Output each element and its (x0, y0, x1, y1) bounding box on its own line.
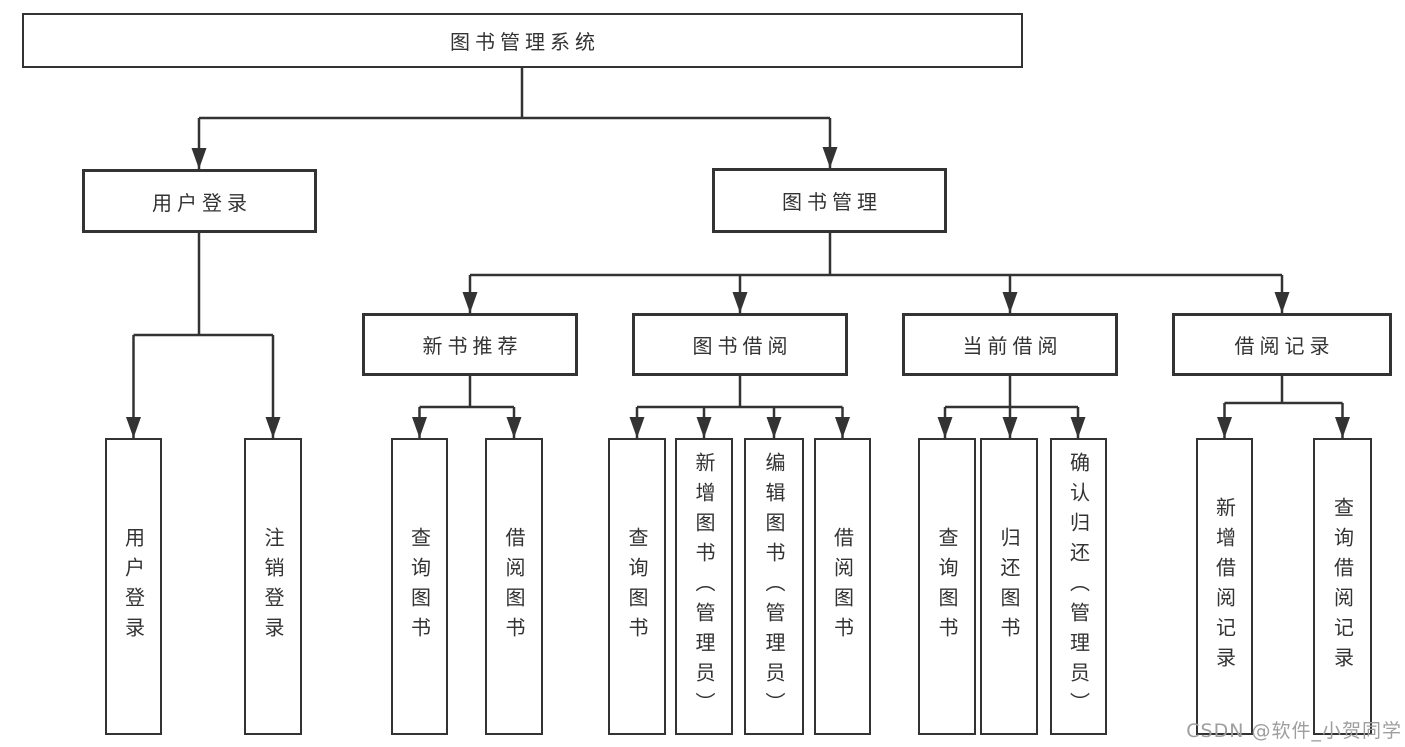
leaf-user-login: 用户登录 (105, 438, 162, 735)
node-new-book-recommend: 新书推荐 (362, 313, 578, 376)
leaf-query-books-current: 查询图书 (918, 438, 976, 735)
leaf-return-book: 归还图书 (980, 438, 1038, 735)
leaf-label: 新增图书（管理员） (692, 451, 716, 722)
leaf-label: 注销登录 (261, 526, 285, 647)
node-label: 新书推荐 (422, 334, 523, 358)
leaf-edit-book-admin: 编辑图书（管理员） (744, 438, 804, 735)
leaf-query-books-recommend: 查询图书 (391, 438, 448, 735)
leaf-add-book-admin: 新增图书（管理员） (675, 438, 733, 735)
node-library-management-system: 图书管理系统 (22, 13, 1023, 68)
node-book-management: 图书管理 (712, 168, 947, 233)
leaf-borrow-books-borrowing: 借阅图书 (814, 438, 871, 735)
csdn-watermark: CSDN @软件_小贺同学 (1186, 720, 1402, 742)
leaf-label: 确认归还（管理员） (1066, 451, 1091, 722)
node-label: 用户登录 (152, 190, 252, 215)
leaf-query-books-borrowing: 查询图书 (608, 438, 666, 735)
leaf-label: 编辑图书（管理员） (762, 451, 786, 722)
leaf-label: 用户登录 (121, 526, 146, 647)
leaf-label: 借阅图书 (830, 526, 855, 647)
leaf-query-borrow-record: 查询借阅记录 (1313, 438, 1372, 735)
leaf-label: 新增借阅记录 (1212, 496, 1237, 677)
leaf-label: 归还图书 (997, 526, 1021, 647)
leaf-confirm-return-admin: 确认归还（管理员） (1050, 438, 1107, 735)
leaf-add-borrow-record: 新增借阅记录 (1196, 438, 1253, 735)
node-current-borrowing: 当前借阅 (902, 313, 1118, 376)
node-user-login: 用户登录 (82, 169, 317, 233)
leaf-label: 查询借阅记录 (1330, 496, 1355, 677)
leaf-label: 查询图书 (935, 526, 959, 647)
leaf-logout: 注销登录 (244, 438, 302, 735)
leaf-label: 借阅图书 (502, 526, 526, 647)
leaf-label: 查询图书 (407, 526, 432, 647)
node-borrowing-records: 借阅记录 (1172, 313, 1392, 376)
node-book-borrowing: 图书借阅 (632, 313, 848, 376)
leaf-label: 查询图书 (625, 526, 649, 647)
node-label: 借阅记录 (1234, 334, 1335, 358)
leaf-borrow-books-recommend: 借阅图书 (485, 438, 543, 735)
node-label: 图书借阅 (692, 334, 793, 358)
node-label: 图书管理系统 (450, 30, 600, 54)
node-label: 图书管理 (782, 190, 882, 214)
node-label: 当前借阅 (962, 334, 1063, 358)
